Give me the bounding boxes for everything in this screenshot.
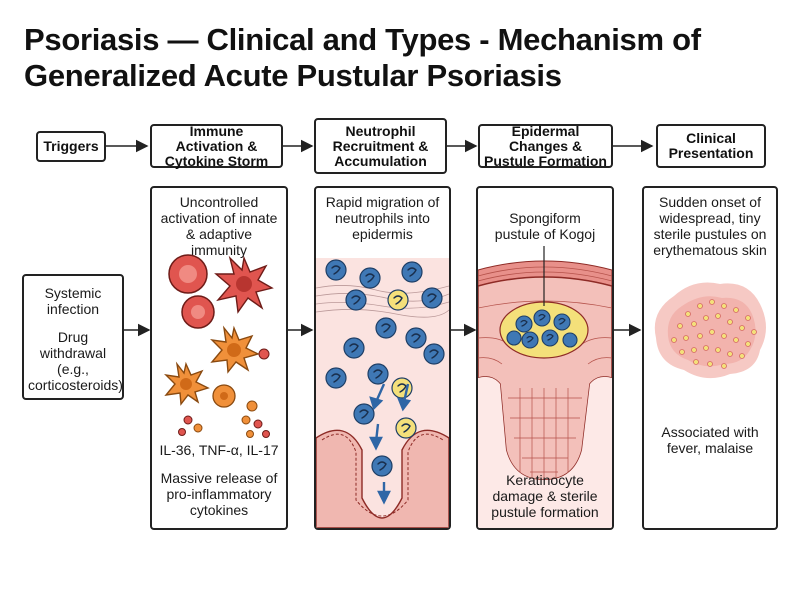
neutrophil-yellow-2: [391, 377, 413, 399]
neutrophil-5: [421, 287, 443, 309]
neutrophil-panel: Rapid migration of neutrophils into epid…: [314, 186, 451, 530]
epidermal-ridge: [316, 429, 449, 528]
neutrophil-4: [345, 289, 367, 311]
neutrophil-11: [325, 367, 347, 389]
clinical-bottom-text: Associated with fever, malaise: [661, 424, 759, 456]
immune-top-text: Uncontrolled activation of innate & adap…: [160, 194, 278, 258]
neutrophil-3: [401, 261, 423, 283]
neutrophils: [325, 259, 445, 477]
neutrophil-9: [423, 343, 445, 365]
dendritic-cell-orange-2: [163, 361, 210, 406]
neutrophil-10: [367, 363, 389, 385]
immune-bottom-text: Massive release of pro-inflammatory cyto…: [160, 470, 278, 518]
cytokine-list: IL-36, TNF-α, IL-17: [159, 442, 279, 458]
dermis: [478, 376, 612, 528]
triggers-panel: Systemic infection Drug withdrawal (e.g.…: [22, 274, 124, 400]
neutrophil-yellow-1: [387, 289, 409, 311]
pustules: [671, 299, 757, 369]
cytokine-dot-2: [246, 400, 258, 412]
pustule-label: Spongiform pustule of Kogoj: [494, 210, 596, 242]
stage-header-epidermal: Epidermal Changes & Pustule Formation: [478, 123, 613, 168]
immune-cells-illustration: [163, 254, 274, 438]
neutrophil-12: [353, 403, 375, 425]
clinical-top-text: Sudden onset of widespread, tiny sterile…: [653, 194, 767, 258]
clinical-panel: Sudden onset of widespread, tiny sterile…: [642, 186, 778, 530]
neutrophil-2: [359, 267, 381, 289]
neutrophil-top-text: Rapid migration of neutrophils into epid…: [325, 194, 440, 242]
epidermal-bottom-text: Keratinocyte damage & sterile pustule fo…: [491, 472, 599, 520]
cytokine-dot-1: [258, 348, 270, 360]
dendritic-cell-orange-1: [210, 325, 260, 374]
stage-header-triggers: Triggers: [36, 131, 106, 162]
epidermal-panel: Spongiform pustule of Kogoj Keratinocyte…: [476, 186, 614, 530]
immune-panel: Uncontrolled activation of innate & adap…: [150, 186, 288, 530]
diagram-title: Psoriasis — Clinical and Types - Mechani…: [24, 22, 701, 93]
dendritic-cell-red: [214, 255, 274, 314]
stage-header-immune: Immune Activation & Cytokine Storm: [150, 123, 283, 168]
neutrophil-13: [371, 455, 393, 477]
neutrophil-8: [405, 327, 427, 349]
pustule-illustration: [478, 246, 612, 528]
neutrophil-yellow-3: [395, 417, 417, 439]
neutrophil-6: [375, 317, 397, 339]
stage-header-clinical: Clinical Presentation: [656, 124, 766, 168]
trigger-systemic-infection: Systemic infection: [44, 285, 102, 317]
stage-header-neutrophil: Neutrophil Recruitment & Accumulation: [314, 118, 447, 174]
neutrophil-7: [343, 337, 365, 359]
neutrophil-1: [325, 259, 347, 281]
trigger-drug-withdrawal: Drug withdrawal (e.g., corticosteroids): [28, 329, 123, 393]
neutrophil-migration-illustration: [316, 258, 449, 528]
skin-lesion-illustration: [654, 282, 766, 379]
